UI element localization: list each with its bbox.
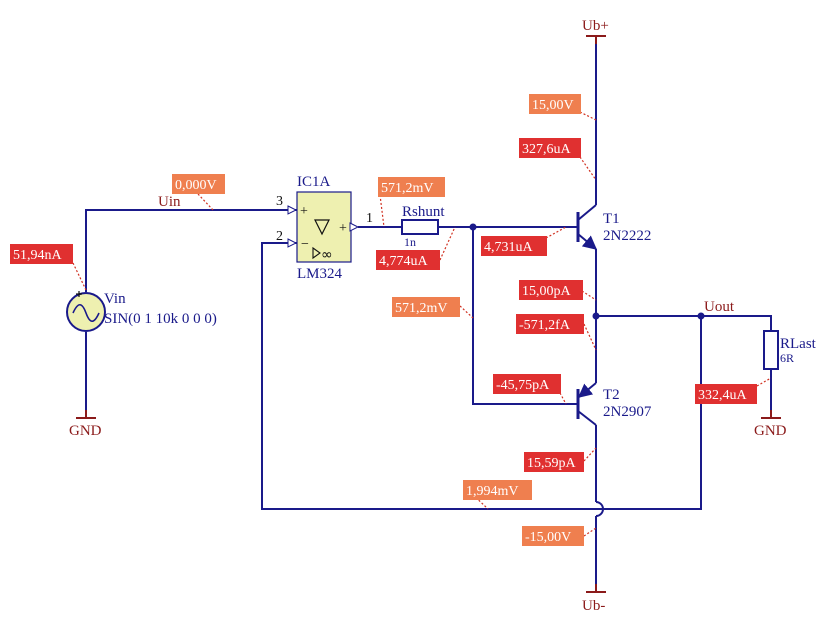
pin-1-label: 1 xyxy=(366,211,373,226)
amplifier-icon xyxy=(314,219,330,236)
wire-feedback[interactable] xyxy=(261,242,702,510)
opamp-ic1a[interactable]: + − + ∞ IC1A LM324 3 2 1 xyxy=(276,174,373,282)
vin-value: SIN(0 1 10k 0 0 0) xyxy=(104,311,217,327)
ubminus-symbol[interactable]: Ub- xyxy=(582,584,606,614)
net-gnd-load-label: GND xyxy=(754,423,787,439)
wire-t2-base[interactable] xyxy=(472,227,578,405)
probe-t2-collector-current[interactable]: 15,59pA xyxy=(524,452,584,472)
vin-name: Vin xyxy=(104,291,126,307)
probe-t1-collector-current[interactable]: 327,6uA xyxy=(519,138,581,158)
probe-rshunt-current[interactable]: 4,774uA xyxy=(376,250,440,270)
svg-text:15,00pA: 15,00pA xyxy=(522,284,572,299)
probe-t2-base-current[interactable]: -45,75pA xyxy=(493,374,561,394)
t1-name: T1 xyxy=(603,211,620,227)
wires xyxy=(85,36,772,592)
probe-feedback-voltage[interactable]: 1,994mV xyxy=(463,480,532,500)
transistor-t2[interactable]: T2 2N2907 xyxy=(576,382,652,426)
opamp-out-plus: + xyxy=(339,221,347,236)
net-ubminus-label: Ub- xyxy=(582,598,605,614)
pin-3-label: 3 xyxy=(276,194,283,209)
probe-ubplus-voltage[interactable]: 15,00V xyxy=(529,94,581,114)
probe-vin-current[interactable]: 51,94nA xyxy=(10,244,73,264)
svg-text:571,2mV: 571,2mV xyxy=(395,301,448,316)
t2-name: T2 xyxy=(603,387,620,403)
svg-text:332,4uA: 332,4uA xyxy=(698,388,748,403)
net-gnd-vin-label: GND xyxy=(69,423,102,439)
svg-text:1,994mV: 1,994mV xyxy=(466,484,519,499)
net-ubplus-label: Ub+ xyxy=(582,18,609,34)
t2-model: 2N2907 xyxy=(603,404,652,420)
svg-text:15,59pA: 15,59pA xyxy=(527,456,577,471)
wire-uout[interactable] xyxy=(596,315,772,331)
opamp-body xyxy=(296,191,352,263)
svg-text:4,731uA: 4,731uA xyxy=(484,240,534,255)
junction-emitter xyxy=(592,312,600,320)
transistor-t1[interactable]: T1 2N2222 xyxy=(576,204,651,250)
resistor-body xyxy=(763,330,779,370)
net-uout-label: Uout xyxy=(704,299,735,315)
probe-ubminus-voltage[interactable]: -15,00V xyxy=(522,526,584,546)
rshunt-value: 1n xyxy=(404,235,416,249)
t1-emitter-arrow-icon xyxy=(577,233,598,250)
sine-wave-icon xyxy=(72,303,100,323)
opamp-plus-sign: + xyxy=(300,204,308,219)
net-uin-label: Uin xyxy=(158,194,181,210)
opamp-name: IC1A xyxy=(297,174,331,190)
junction-base xyxy=(469,223,477,231)
svg-text:51,94nA: 51,94nA xyxy=(13,248,63,263)
t2-emitter-arrow-icon xyxy=(577,382,597,398)
rshunt-resistor[interactable]: Rshunt 1n xyxy=(401,204,445,249)
t2-collector-lead xyxy=(577,410,597,426)
infinity-gain-icon: ∞ xyxy=(321,247,333,263)
opamp-minus-sign: − xyxy=(301,237,309,252)
t1-collector-lead xyxy=(577,204,597,221)
t1-model: 2N2222 xyxy=(603,228,651,244)
resistor-body xyxy=(401,219,439,235)
opamp-model: LM324 xyxy=(297,266,343,282)
gnd-load-symbol[interactable]: GND xyxy=(754,410,787,439)
rshunt-name: Rshunt xyxy=(402,204,445,220)
rlast-resistor[interactable]: RLast 6R xyxy=(763,330,817,370)
pin-2-label: 2 xyxy=(276,229,283,244)
probe-opamp-out-voltage[interactable]: 571,2mV xyxy=(378,177,445,197)
gnd-vin-symbol[interactable]: GND xyxy=(69,410,102,439)
svg-text:327,6uA: 327,6uA xyxy=(522,142,572,157)
probe-rlast-current[interactable]: 332,4uA xyxy=(695,384,757,404)
probe-t1-base-current[interactable]: 4,731uA xyxy=(481,236,547,256)
probe-t2-emitter-current[interactable]: -571,2fA xyxy=(516,314,584,334)
probe-t1-emitter-current[interactable]: 15,00pA xyxy=(519,280,583,300)
svg-text:571,2mV: 571,2mV xyxy=(381,181,434,196)
rlast-name: RLast xyxy=(780,336,817,352)
probe-t2-base-voltage[interactable]: 571,2mV xyxy=(392,297,460,317)
vin-source[interactable]: Vin SIN(0 1 10k 0 0 0) xyxy=(66,291,217,332)
buffer-icon xyxy=(312,246,321,260)
svg-text:15,00V: 15,00V xyxy=(532,98,574,113)
rlast-value: 6R xyxy=(780,351,794,365)
svg-text:-45,75pA: -45,75pA xyxy=(496,378,550,393)
svg-text:-15,00V: -15,00V xyxy=(525,530,571,545)
ubplus-symbol[interactable]: Ub+ xyxy=(582,18,609,44)
probe-uin-voltage[interactable]: 0,000V xyxy=(172,174,225,194)
wire-uin[interactable] xyxy=(85,209,287,292)
svg-text:4,774uA: 4,774uA xyxy=(379,254,429,269)
junction-uout xyxy=(697,312,705,320)
svg-text:0,000V: 0,000V xyxy=(175,178,217,193)
svg-text:-571,2fA: -571,2fA xyxy=(519,318,571,333)
